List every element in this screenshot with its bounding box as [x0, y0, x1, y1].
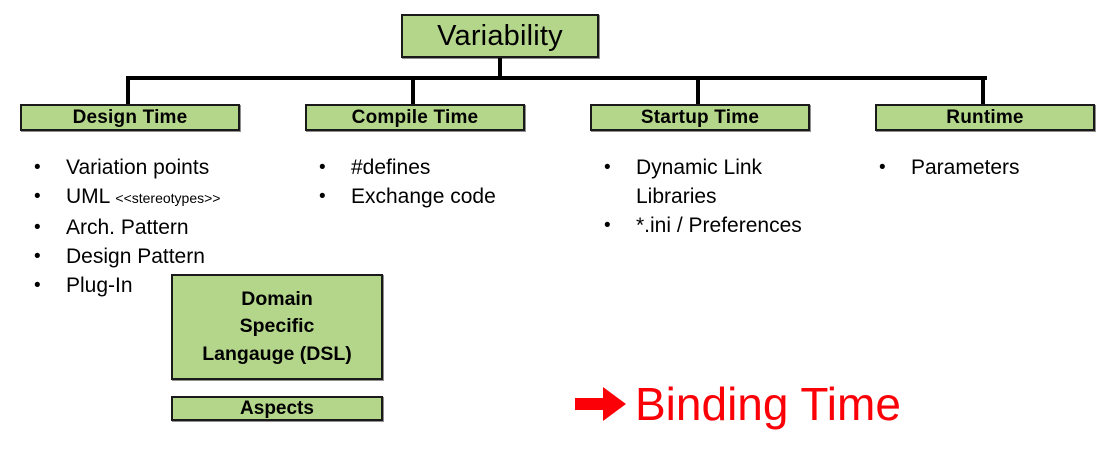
list-item: • UML <<stereotypes>> [28, 182, 220, 213]
node-domain-specific-language[interactable]: Domain Specific Langauge (DSL) [171, 274, 383, 380]
binding-time-label: Binding Time [635, 378, 901, 430]
list-item: • Exchange code [313, 182, 496, 211]
bullet-icon: • [34, 186, 41, 207]
node-aspects-label: Aspects [240, 397, 314, 419]
node-startup-time[interactable]: Startup Time [590, 104, 810, 131]
connector-drop-design-time [126, 78, 130, 104]
list-item-label: Plug-In [66, 274, 133, 297]
list-item: • Plug-In [28, 271, 220, 300]
node-aspects[interactable]: Aspects [171, 396, 383, 421]
connector-trunk-vertical [498, 58, 502, 78]
connector-drop-startup-time [696, 78, 700, 104]
list-item: • Parameters [873, 153, 1020, 182]
node-runtime[interactable]: Runtime [875, 104, 1095, 131]
bullet-icon: • [319, 186, 326, 207]
node-variability-label: Variability [437, 19, 563, 52]
dsl-line-2: Specific [239, 315, 315, 338]
list-item-label: UML [66, 185, 116, 208]
list-item-label: Design Pattern [66, 245, 205, 268]
binding-time-callout: Binding Time [575, 381, 901, 427]
list-item-label: Exchange code [351, 185, 496, 208]
list-item-label: Dynamic Link [636, 156, 763, 179]
list-item: • Variation points [28, 153, 220, 182]
list-item-label: Variation points [66, 156, 210, 179]
list-item-label: *.ini / Preferences [636, 214, 802, 237]
list-item: • *.ini / Preferences [598, 211, 802, 240]
bullet-icon: • [319, 157, 326, 178]
bullet-icon: • [879, 157, 886, 178]
bullet-icon: • [604, 157, 611, 178]
list-item-stereotype-tag: <<stereotypes>> [115, 190, 221, 206]
bullet-icon: • [34, 157, 41, 178]
node-startup-time-label: Startup Time [640, 106, 760, 128]
node-design-time[interactable]: Design Time [20, 104, 240, 131]
list-item-label: Arch. Pattern [66, 216, 189, 239]
bullet-icon: • [604, 215, 611, 236]
list-item: • Dynamic Link Libraries [598, 153, 802, 211]
right-arrow-icon [575, 384, 627, 424]
bullet-icon: • [34, 217, 41, 238]
list-item: • #defines [313, 153, 496, 182]
dsl-line-1: Domain [241, 288, 313, 311]
node-design-time-label: Design Time [72, 106, 188, 128]
bullet-icon: • [34, 275, 41, 296]
node-variability[interactable]: Variability [401, 14, 599, 58]
dsl-line-3: Langauge (DSL) [202, 342, 352, 365]
list-item: • Design Pattern [28, 242, 220, 271]
node-compile-time[interactable]: Compile Time [305, 104, 525, 131]
bullet-list-design-time: • Variation points • UML <<stereotypes>>… [28, 153, 220, 300]
node-runtime-label: Runtime [946, 106, 1024, 128]
connector-drop-compile-time [411, 78, 415, 104]
bullet-list-startup-time: • Dynamic Link Libraries • *.ini / Prefe… [598, 153, 802, 240]
bullet-list-compile-time: • #defines • Exchange code [313, 153, 496, 211]
list-item-label: #defines [351, 156, 431, 179]
bullet-icon: • [34, 246, 41, 267]
list-item-label-continued: Libraries [636, 185, 717, 208]
node-compile-time-label: Compile Time [351, 106, 479, 128]
list-item-label: Parameters [911, 156, 1020, 179]
connector-drop-runtime [981, 78, 985, 104]
list-item: • Arch. Pattern [28, 213, 220, 242]
bullet-list-runtime: • Parameters [873, 153, 1020, 182]
connector-trunk-horizontal [126, 76, 987, 80]
